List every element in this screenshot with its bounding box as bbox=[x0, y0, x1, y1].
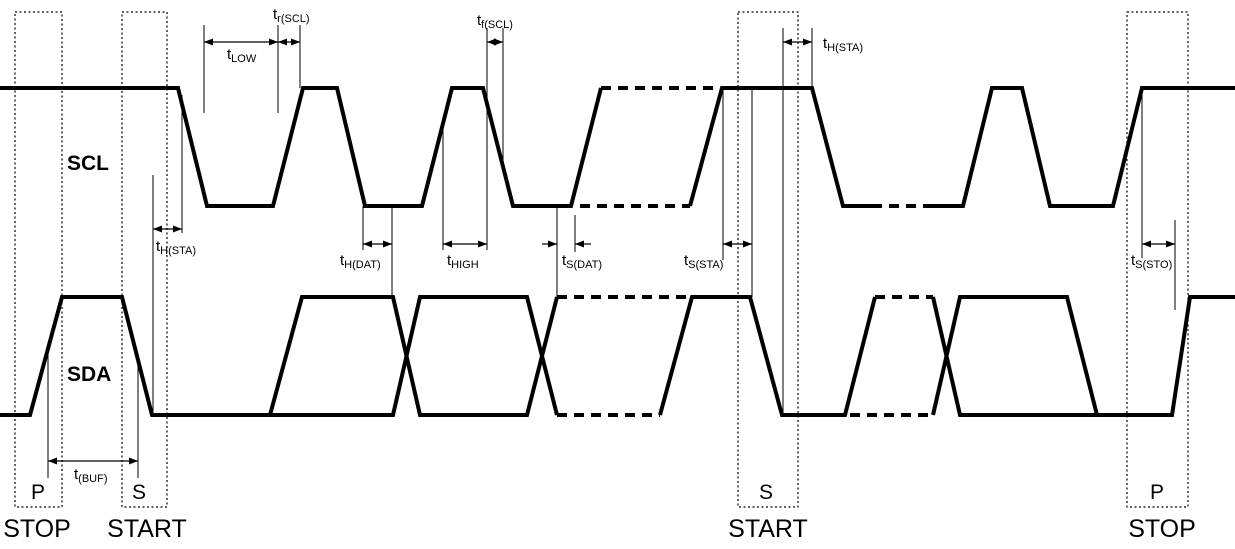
timing-label-t_h_sta_2: tH(STA) bbox=[823, 35, 863, 54]
sda-waveform-segment-4 bbox=[658, 295, 877, 417]
timing-label-t_r_scl: tr(SCL) bbox=[273, 6, 310, 25]
scl-waveform-segment-5 bbox=[927, 86, 1235, 208]
condition-region-boxes bbox=[14, 11, 1189, 508]
scl-waveform-segment-0 bbox=[0, 86, 603, 208]
condition-word-stop: STOP bbox=[1128, 515, 1196, 543]
timing-label-subscript: S(STO) bbox=[1135, 259, 1172, 271]
signal-waveforms bbox=[0, 86, 1235, 417]
arrowhead-right bbox=[173, 225, 182, 233]
condition-letter-s: S bbox=[759, 481, 773, 504]
arrowhead-right bbox=[269, 38, 278, 46]
timing-label-t_high: tHIGH bbox=[447, 252, 479, 271]
timing-label-t_s_sto: tS(STO) bbox=[1131, 252, 1172, 271]
dimension-arrow-t_s_dat bbox=[542, 240, 557, 248]
dimension-arrow-t_r_scl bbox=[278, 38, 300, 46]
arrowhead-left bbox=[48, 457, 57, 465]
arrowhead-left bbox=[1142, 240, 1151, 248]
timing-label-subscript: (BUF) bbox=[78, 473, 107, 485]
arrowhead-right bbox=[494, 38, 503, 46]
timing-label-t_s_dat: tS(DAT) bbox=[562, 252, 602, 271]
start-mid-region-box bbox=[737, 11, 799, 508]
timing-label-main: t bbox=[156, 238, 161, 255]
arrowhead-left bbox=[723, 240, 732, 248]
timing-label-main: t bbox=[227, 46, 232, 63]
timing-label-t_f_scl: tf(SCL) bbox=[477, 12, 513, 31]
timing-label-main: t bbox=[447, 252, 452, 269]
timing-label-t_s_sta: tS(STA) bbox=[684, 252, 723, 271]
condition-letter-s: S bbox=[132, 481, 146, 504]
dimension-arrow-t_buf bbox=[48, 457, 138, 465]
timing-label-main: t bbox=[273, 6, 278, 23]
reference-guide-lines bbox=[47, 25, 1176, 478]
timing-label-main: t bbox=[823, 35, 828, 52]
timing-label-t_h_dat: tH(DAT) bbox=[340, 252, 381, 271]
timing-label-subscript: f(SCL) bbox=[481, 19, 513, 31]
scl-waveform-segment-3 bbox=[688, 86, 872, 208]
timing-label-subscript: HIGH bbox=[451, 259, 479, 271]
arrowhead-left bbox=[153, 225, 162, 233]
scl-signal-label: SCL bbox=[67, 152, 109, 175]
condition-letter-p: P bbox=[31, 481, 45, 504]
dimension-arrow-t_s_dat bbox=[575, 240, 591, 248]
timing-label-subscript: H(DAT) bbox=[344, 259, 380, 271]
timing-label-subscript: LOW bbox=[231, 53, 257, 65]
timing-label-main: t bbox=[684, 252, 689, 269]
scl-waveform bbox=[0, 86, 1235, 208]
timing-label-main: t bbox=[1131, 252, 1136, 269]
stop-left-region-box bbox=[14, 11, 63, 508]
sda-waveform-segment-1 bbox=[268, 295, 559, 417]
arrowhead-left bbox=[575, 240, 584, 248]
arrowhead-right bbox=[478, 240, 487, 248]
start-left-region-box bbox=[121, 11, 168, 508]
arrowhead-right bbox=[1166, 240, 1175, 248]
arrowhead-right bbox=[291, 38, 300, 46]
arrowhead-right bbox=[743, 240, 752, 248]
dimension-arrow-t_h_sta_1 bbox=[153, 225, 182, 233]
timing-label-subscript: H(STA) bbox=[827, 42, 863, 54]
arrowhead-left bbox=[204, 38, 213, 46]
dimension-arrows bbox=[48, 38, 1175, 465]
timing-parameter-labels: tr(SCL)tLOWtf(SCL)tH(STA)tH(STA)tH(DAT)t… bbox=[74, 6, 1172, 485]
condition-letter-p: P bbox=[1150, 481, 1164, 504]
arrowhead-left bbox=[487, 38, 496, 46]
sda-waveform-segment-8 bbox=[931, 295, 1235, 417]
timing-label-main: t bbox=[340, 252, 345, 269]
arrowhead-right bbox=[129, 457, 138, 465]
sda-waveform bbox=[0, 295, 1235, 417]
timing-label-subscript: S(DAT) bbox=[566, 259, 602, 271]
timing-label-main: t bbox=[477, 12, 482, 29]
condition-word-start: START bbox=[107, 515, 187, 543]
dimension-arrow-t_h_sta_2 bbox=[783, 38, 812, 46]
arrowhead-left bbox=[363, 240, 372, 248]
arrowhead-left bbox=[278, 38, 287, 46]
dimension-arrow-t_high bbox=[443, 240, 487, 248]
timing-label-subscript: r(SCL) bbox=[277, 13, 309, 25]
dimension-arrow-t_h_dat bbox=[363, 240, 392, 248]
condition-word-start: START bbox=[728, 515, 808, 543]
timing-label-main: t bbox=[74, 466, 79, 483]
timing-label-t_h_sta_1: tH(STA) bbox=[156, 238, 196, 257]
timing-label-t_buf: t(BUF) bbox=[74, 466, 108, 485]
stop-right-region-box bbox=[1126, 11, 1189, 508]
arrowhead-right bbox=[803, 38, 812, 46]
sda-waveform-segment-0 bbox=[0, 295, 559, 417]
dimension-arrow-t_low bbox=[204, 38, 278, 46]
arrowhead-right bbox=[383, 240, 392, 248]
dimension-arrow-t_s_sta bbox=[723, 240, 752, 248]
arrowhead-left bbox=[783, 38, 792, 46]
timing-label-subscript: S(STA) bbox=[688, 259, 723, 271]
sda-signal-label: SDA bbox=[67, 363, 111, 386]
condition-marker-labels: P STOP S START S START P STOP bbox=[3, 481, 1196, 543]
timing-label-t_low: tLOW bbox=[227, 46, 257, 65]
timing-label-main: t bbox=[562, 252, 567, 269]
condition-word-stop: STOP bbox=[3, 515, 71, 543]
dimension-arrow-t_f_scl bbox=[487, 38, 503, 46]
arrowhead-left bbox=[443, 240, 452, 248]
timing-label-subscript: H(STA) bbox=[160, 245, 196, 257]
arrowhead-right bbox=[548, 240, 557, 248]
dimension-arrow-t_s_sto bbox=[1142, 240, 1175, 248]
